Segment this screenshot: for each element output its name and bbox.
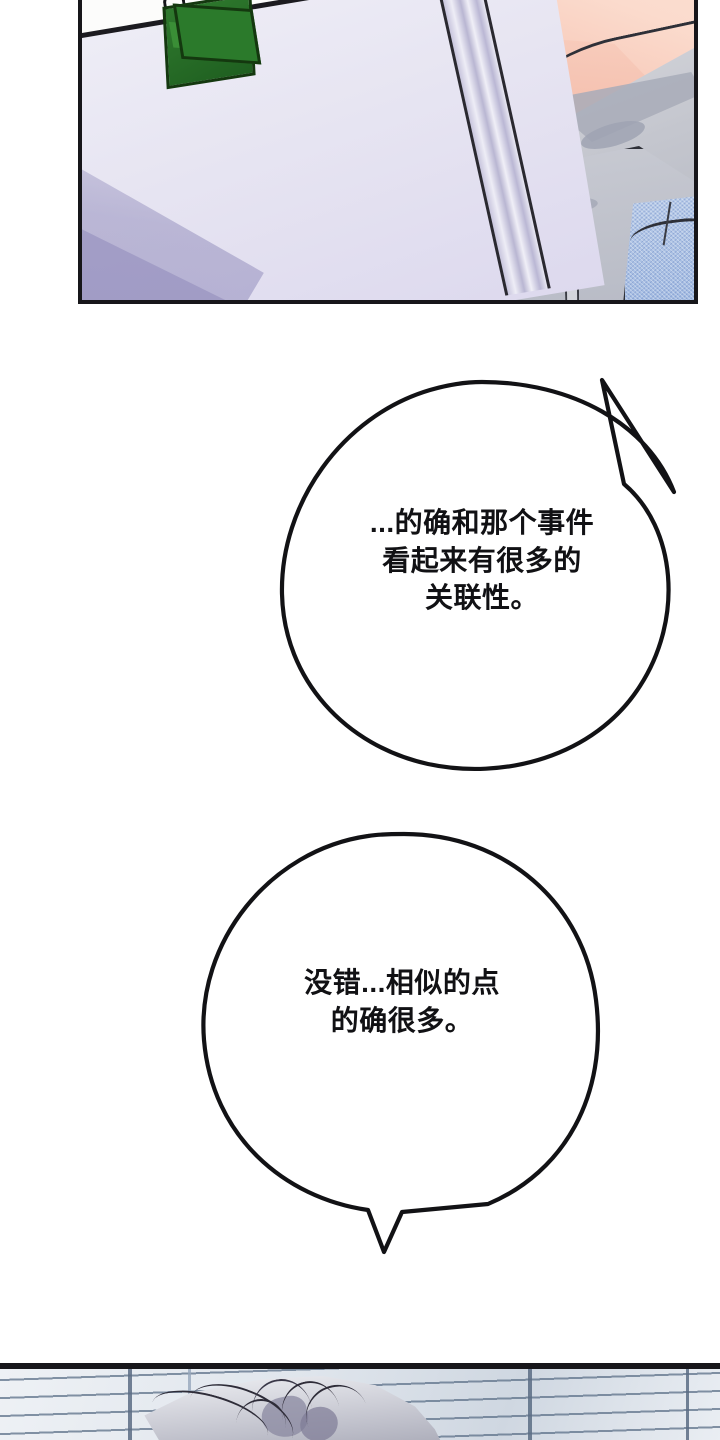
window-mullion <box>128 1369 132 1440</box>
window-mullion <box>686 1369 689 1440</box>
speech-bubble-upper-text: ...的确和那个事件 看起来有很多的 关联性。 <box>369 507 595 614</box>
speech-bubble-lower: 没错...相似的点 的确很多。 <box>192 824 612 1256</box>
panel-bottom <box>0 1363 720 1440</box>
speech-bubble-lower-shape <box>201 831 601 1255</box>
speech-bubble-upper-shape <box>279 377 677 772</box>
panel-top <box>78 0 698 304</box>
binder-clip-face <box>172 3 262 65</box>
paper-stack-edge <box>435 0 551 296</box>
window-mullion <box>528 1369 532 1440</box>
speech-bubble-upper: ...的确和那个事件 看起来有很多的 关联性。 <box>272 368 692 788</box>
speech-bubble-lower-text: 没错...相似的点 的确很多。 <box>304 967 500 1036</box>
clipboard-paper <box>82 0 605 300</box>
